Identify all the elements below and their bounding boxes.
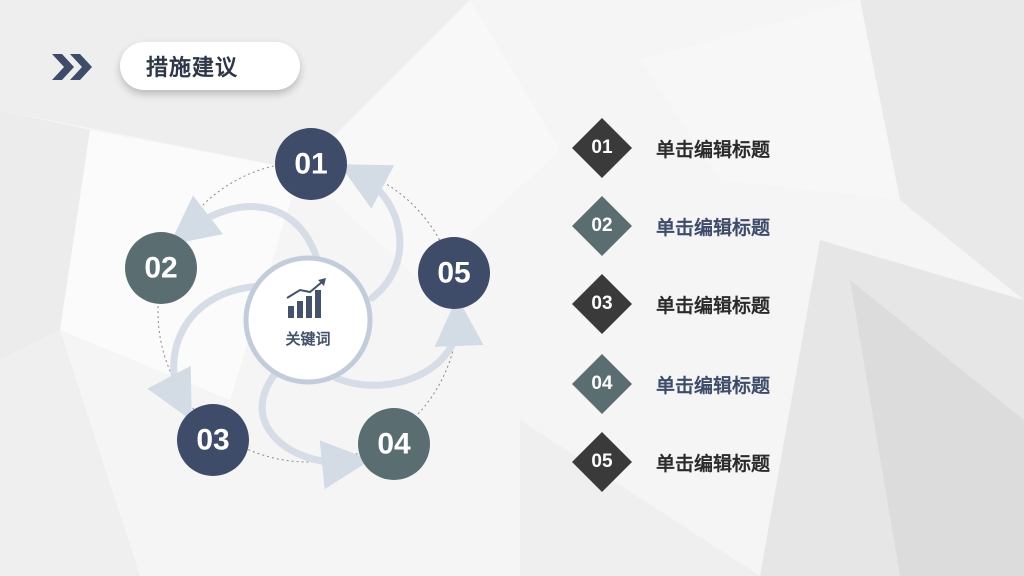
cycle-arrow [339,164,404,302]
diamond-number: 04 [591,373,613,394]
item-title[interactable]: 单击编辑标题 [656,374,771,397]
list-item-04[interactable]: 04 单击编辑标题 [572,354,812,414]
page-title: 措施建议 [146,56,239,81]
cycle-node-04: 04 [358,408,430,480]
list-item-02[interactable]: 02 单击编辑标题 [572,196,812,256]
cycle-arrow [169,195,322,266]
center-keyword: 关键词 [285,330,331,348]
item-title[interactable]: 单击编辑标题 [656,452,771,475]
node-number: 04 [377,428,411,461]
node-number: 03 [196,424,229,457]
cycle-arrow [258,362,371,490]
diamond-badge [572,432,632,492]
cycle-node-05: 05 [418,237,490,309]
node-number: 01 [294,148,327,181]
cycle-node-01: 01 [275,128,347,200]
cycle-node-03: 03 [177,404,249,476]
title-pill: 措施建议 [120,42,300,90]
item-title[interactable]: 单击编辑标题 [656,294,771,317]
item-title[interactable]: 单击编辑标题 [656,216,771,239]
diamond-number: 03 [591,293,613,314]
diamond-number: 05 [591,451,613,472]
bar-chart-growth-icon [286,278,326,318]
double-chevron-icon [52,54,92,80]
diamond-number: 02 [591,215,613,236]
node-number: 05 [437,257,470,290]
diamond-badge [572,274,632,334]
node-number: 02 [144,252,177,285]
center-circle [243,255,373,385]
diamond-badge [572,118,632,178]
cycle-arrow [332,297,484,389]
cycle-node-02: 02 [125,232,197,304]
list-item-01[interactable]: 01 单击编辑标题 [572,118,812,178]
list-item-05[interactable]: 05 单击编辑标题 [572,432,812,492]
diamond-badge [572,196,632,256]
diamond-number: 01 [591,137,613,158]
list-item-03[interactable]: 03 单击编辑标题 [572,274,812,334]
cycle-arrow [147,282,266,421]
item-title[interactable]: 单击编辑标题 [656,138,771,161]
diamond-badge [572,354,632,414]
